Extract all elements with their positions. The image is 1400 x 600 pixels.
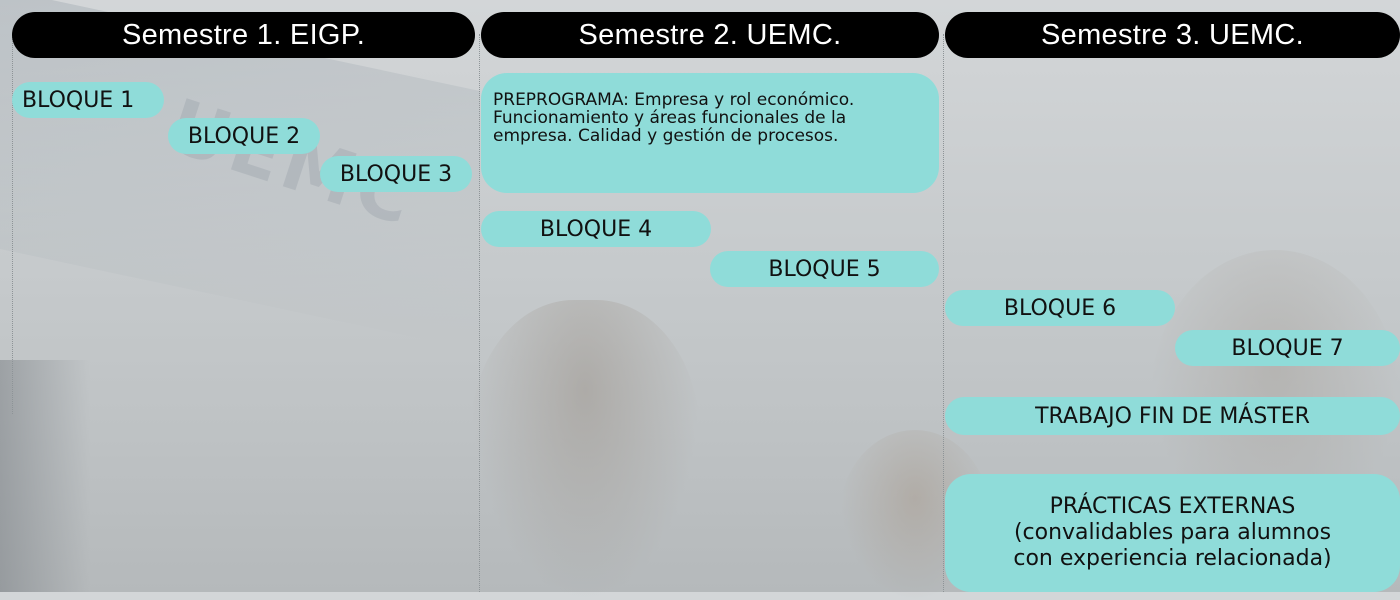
practicas-line-3: con experiencia relacionada) [1013,546,1332,571]
column-divider [479,34,480,592]
column-divider [943,34,944,592]
practicas-line-1: PRÁCTICAS EXTERNAS [1049,494,1296,519]
block-6: BLOQUE 6 [945,290,1175,326]
practicas-externas: PRÁCTICAS EXTERNAS (convalidables para a… [945,474,1400,592]
block-3: BLOQUE 3 [320,156,472,192]
column-divider [12,34,13,414]
block-5: BLOQUE 5 [710,251,939,287]
semester-3-header: Semestre 3. UEMC. [945,12,1400,58]
preprograma-box: PREPROGRAMA: Empresa y rol económico. Fu… [481,73,939,193]
block-1: BLOQUE 1 [12,82,164,118]
background-shadow [0,360,90,592]
practicas-line-2: (convalidables para alumnos [1013,520,1332,545]
background-person [470,300,700,600]
block-4: BLOQUE 4 [481,211,711,247]
block-2: BLOQUE 2 [168,118,320,154]
semester-2-header: Semestre 2. UEMC. [481,12,939,58]
semester-1-header: Semestre 1. EIGP. [12,12,475,58]
block-7: BLOQUE 7 [1175,330,1400,366]
trabajo-fin-de-master: TRABAJO FIN DE MÁSTER [945,397,1400,435]
